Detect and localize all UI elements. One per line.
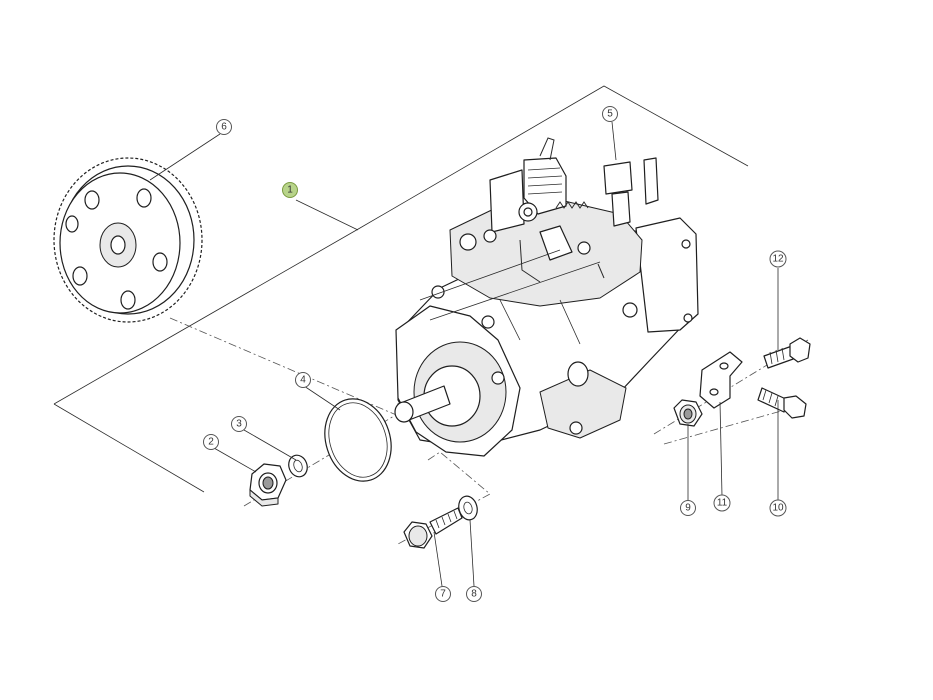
callout-4-label: 4	[300, 375, 306, 386]
injection-pump-body[interactable]	[394, 137, 699, 457]
callout-5-circle	[602, 106, 618, 122]
callout-4[interactable]: 4	[295, 372, 311, 388]
callout-10-circle	[769, 499, 787, 517]
callout-12-label: 12	[772, 254, 784, 265]
callout-8[interactable]: 8	[466, 586, 482, 602]
callout-7-circle	[435, 586, 451, 602]
callout-7[interactable]: 7	[435, 586, 451, 602]
o-ring-part[interactable]	[315, 390, 402, 490]
callout-6-circle	[216, 119, 232, 135]
callout-1-label: 1	[287, 185, 293, 196]
callout-5-label: 5	[607, 109, 613, 120]
callout-11-label: 11	[717, 498, 728, 509]
flange-nut-part[interactable]	[673, 399, 703, 427]
callout-8-label: 8	[471, 589, 477, 600]
callout-12[interactable]: 12	[769, 250, 787, 268]
washer-lower-part[interactable]	[456, 494, 480, 522]
callout-3-circle	[231, 416, 247, 432]
washer-part[interactable]	[286, 453, 310, 480]
callout-11-circle	[713, 494, 731, 512]
callout-9-label: 9	[685, 503, 691, 514]
callout-9-circle	[680, 500, 696, 516]
callout-3[interactable]: 3	[231, 416, 247, 432]
callout-6-label: 6	[221, 122, 227, 133]
callout-10-label: 10	[772, 503, 784, 514]
guide-lines	[53, 85, 749, 493]
callout-3-label: 3	[236, 419, 242, 430]
flange-bolt-right-part[interactable]	[757, 387, 807, 419]
callout-2-label: 2	[208, 437, 214, 448]
callout-11[interactable]: 11	[713, 494, 731, 512]
callout-5[interactable]: 5	[602, 106, 618, 122]
callout-6[interactable]: 6	[216, 119, 232, 135]
bracket-part[interactable]	[699, 351, 743, 409]
gear-part[interactable]	[53, 157, 203, 323]
callout-9[interactable]: 9	[680, 500, 696, 516]
callout-1[interactable]: 1	[282, 182, 298, 198]
callout-8-circle	[466, 586, 482, 602]
callout-2[interactable]: 2	[203, 434, 219, 450]
leader-lines	[149, 121, 779, 587]
callout-7-label: 7	[440, 589, 446, 600]
callout-12-circle	[769, 250, 787, 268]
callout-2-circle	[203, 434, 219, 450]
callout-10[interactable]: 10	[769, 499, 787, 517]
flange-bolt-lower-part[interactable]	[403, 507, 463, 549]
callout-1-circle	[282, 182, 298, 198]
hex-nut-part[interactable]	[249, 463, 287, 507]
flange-bolt-upper-part[interactable]	[763, 337, 811, 369]
callout-4-circle	[295, 372, 311, 388]
